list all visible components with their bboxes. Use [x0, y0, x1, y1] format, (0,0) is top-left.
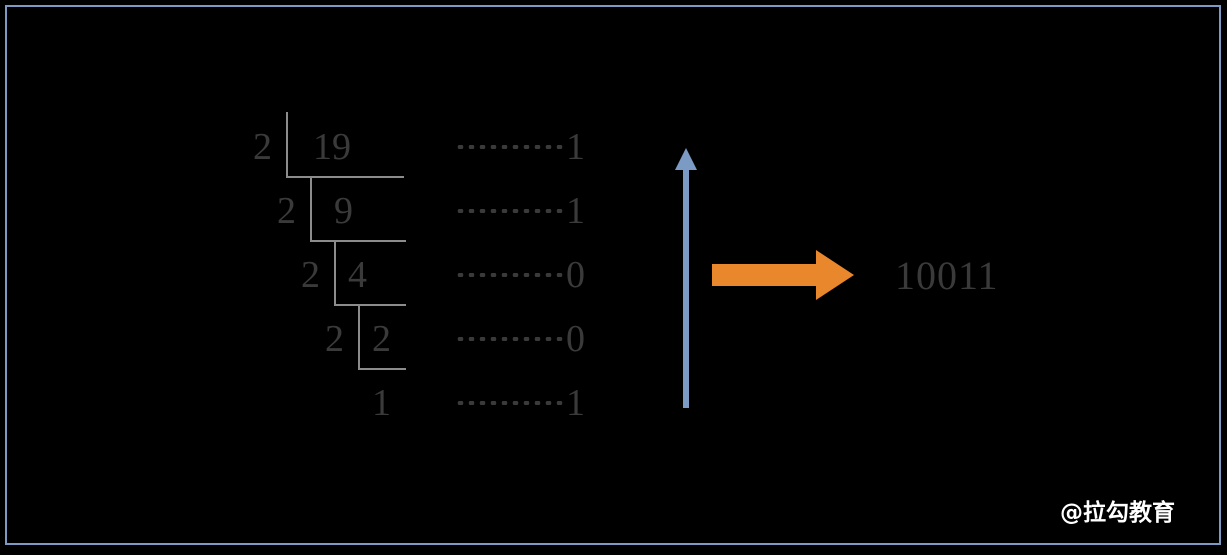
bracket-hline-row-1	[310, 240, 406, 242]
watermark-label: @拉勾教育	[1060, 500, 1175, 526]
remainder-row-2: 0	[566, 254, 585, 296]
bracket-hline-row-0	[286, 176, 404, 178]
leader-dots-row-0	[455, 145, 563, 149]
dividend-row-2: 4	[348, 254, 367, 296]
bracket-vline-row-0	[286, 112, 288, 176]
leader-dots-row-3	[455, 337, 563, 341]
binary-result: 10011	[895, 253, 999, 298]
divisor-row-0: 2	[253, 126, 272, 168]
dividend-row-4: 1	[372, 382, 391, 424]
dividend-row-0: 19	[313, 126, 351, 168]
dividend-row-3: 2	[372, 318, 391, 360]
remainder-row-0: 1	[566, 126, 585, 168]
upward-arrow-icon	[675, 148, 697, 408]
remainder-row-1: 1	[566, 190, 585, 232]
divisor-row-3: 2	[325, 318, 344, 360]
leader-dots-row-1	[455, 209, 563, 213]
bracket-hline-row-2	[334, 304, 406, 306]
divisor-row-1: 2	[277, 190, 296, 232]
bracket-hline-row-3	[358, 368, 406, 370]
leader-dots-row-2	[455, 273, 563, 277]
bracket-vline-row-1	[310, 176, 312, 240]
remainder-row-3: 0	[566, 318, 585, 360]
rightward-arrow-icon	[712, 250, 854, 300]
bracket-vline-row-3	[358, 304, 360, 368]
divisor-row-2: 2	[301, 254, 320, 296]
dividend-row-1: 9	[334, 190, 353, 232]
bracket-vline-row-2	[334, 240, 336, 304]
leader-dots-row-4	[455, 401, 563, 405]
remainder-row-4: 1	[566, 382, 585, 424]
slide-border	[5, 5, 1221, 545]
